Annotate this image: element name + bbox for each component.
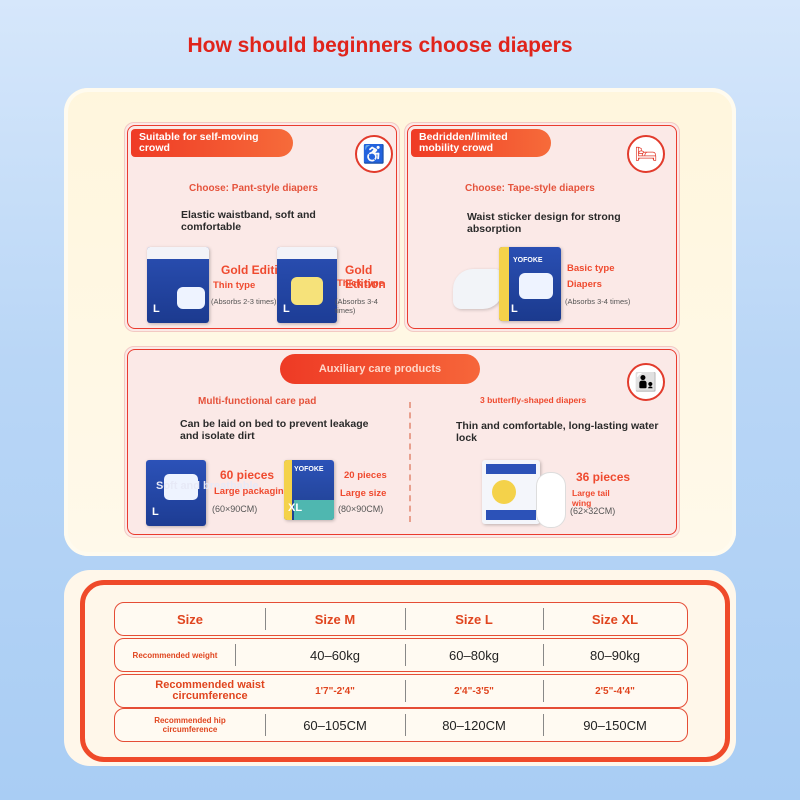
product-type-basic: Basic type: [567, 263, 615, 274]
weight-m: 40–60kg: [310, 647, 360, 663]
hip-xl: 90–150CM: [583, 717, 647, 733]
product-pack-tape: YOFOKE L: [499, 247, 561, 321]
pack-size-label: L: [511, 303, 518, 315]
pack-size-label: L: [283, 303, 290, 315]
walking-person-icon: ♿: [355, 135, 393, 173]
self-moving-card: Suitable for self-moving crowd ♿ Choose:…: [124, 122, 400, 332]
care-pad-desc: Can be laid on bed to prevent leakage an…: [180, 418, 369, 442]
butterfly-pack: [482, 460, 540, 524]
product-edition-2: Gold Edition: [345, 263, 386, 291]
row-label-weight: Recommended weight: [132, 650, 218, 660]
bedridden-choose: Choose: Tape-style diapers: [465, 183, 595, 194]
hip-l: 80–120CM: [442, 717, 506, 733]
bedridden-card: Bedridden/limited mobility crowd 🛏 Choos…: [404, 122, 680, 332]
bed-icon: 🛏: [627, 135, 665, 173]
care-pad-dims-2: (80×90CM): [338, 504, 384, 514]
table-row: Recommended hip circumference 60–105CM 8…: [114, 708, 688, 742]
care-pad-title: Multi-functional care pad: [198, 396, 317, 407]
butterfly-title: 3 butterfly-shaped diapers: [480, 395, 587, 405]
product-edition-1: Gold Edition: [221, 263, 293, 277]
product-pack-thick: L: [277, 247, 337, 323]
care-pad-pack-l: L: [146, 460, 206, 526]
product-type-1: Thin type: [213, 280, 256, 291]
care-pad-dims-1: (60×90CM): [212, 504, 258, 514]
self-moving-tag: Suitable for self-moving crowd: [131, 129, 293, 157]
waist-xl: 2'5"-4'4": [595, 685, 635, 697]
auxiliary-tag: Auxiliary care products: [280, 354, 480, 384]
waist-m: 1'7"-2'4": [315, 685, 355, 697]
self-moving-desc: Elastic waistband, soft and comfortable: [181, 209, 316, 233]
pack-size-label: L: [152, 506, 159, 518]
bedridden-desc: Waist sticker design for strong absorpti…: [467, 211, 621, 235]
butterfly-desc: Thin and comfortable, long-lasting water…: [456, 420, 659, 444]
care-pad-pack-xl: YOFOKE XL: [284, 460, 334, 520]
size-header-label: Size: [176, 611, 203, 627]
pack-brand-label: YOFOKE: [513, 257, 543, 264]
page-title: How should beginners choose diapers: [187, 34, 573, 57]
size-header-m: Size M: [314, 611, 356, 627]
size-header-xl: Size XL: [591, 611, 639, 627]
product-pack-thin: L: [147, 247, 209, 323]
butterfly-count: 36 pieces: [576, 470, 631, 484]
product-absorb-2: (Absorbs 3-4 times): [335, 297, 378, 315]
weight-xl: 80–90kg: [590, 647, 640, 663]
butterfly-type: Large tail wing: [572, 488, 610, 508]
butterfly-pad-visual: [536, 472, 566, 528]
hip-m: 60–105CM: [303, 717, 367, 733]
table-row: Recommended waist circumference 1'7"-2'4…: [114, 674, 688, 708]
section-divider: [409, 402, 411, 522]
size-frame: [80, 580, 730, 762]
weight-l: 60–80kg: [449, 647, 499, 663]
table-row: Recommended weight 40–60kg 60–80kg 80–90…: [114, 638, 688, 672]
product-type-2: Thick type: [337, 278, 384, 289]
size-header-row: Size Size M Size L Size XL: [114, 602, 688, 636]
care-pad-type-2: Large size: [340, 488, 387, 499]
product-absorb-1: (Absorbs 2-3 times): [211, 297, 277, 306]
self-moving-choose: Choose: Pant-style diapers: [189, 183, 318, 194]
care-pad-count-2: 20 pieces: [344, 470, 387, 481]
row-label-hip: Recommended hip circumference: [154, 716, 226, 734]
care-pad-type-1: Large packaging: [214, 486, 290, 497]
size-header-l: Size L: [455, 611, 493, 627]
row-label-waist: Recommended waist circumference: [155, 679, 265, 702]
pack-size-label: XL: [288, 502, 303, 514]
care-pad-count-1: 60 pieces: [220, 468, 275, 482]
product-type-diapers: Diapers: [567, 279, 602, 290]
waist-l: 2'4"-3'5": [454, 685, 494, 697]
butterfly-dims: (62×32CM): [570, 506, 616, 516]
care-pad-overlay: Soft and breathable: [156, 480, 259, 492]
product-absorb-tape: (Absorbs 3-4 times): [565, 297, 631, 306]
bedridden-tag: Bedridden/limited mobility crowd: [411, 129, 551, 157]
pack-brand-label: YOFOKE: [294, 466, 324, 473]
caregiver-icon: 👨‍👦: [627, 363, 665, 401]
pack-size-label: L: [153, 303, 160, 315]
